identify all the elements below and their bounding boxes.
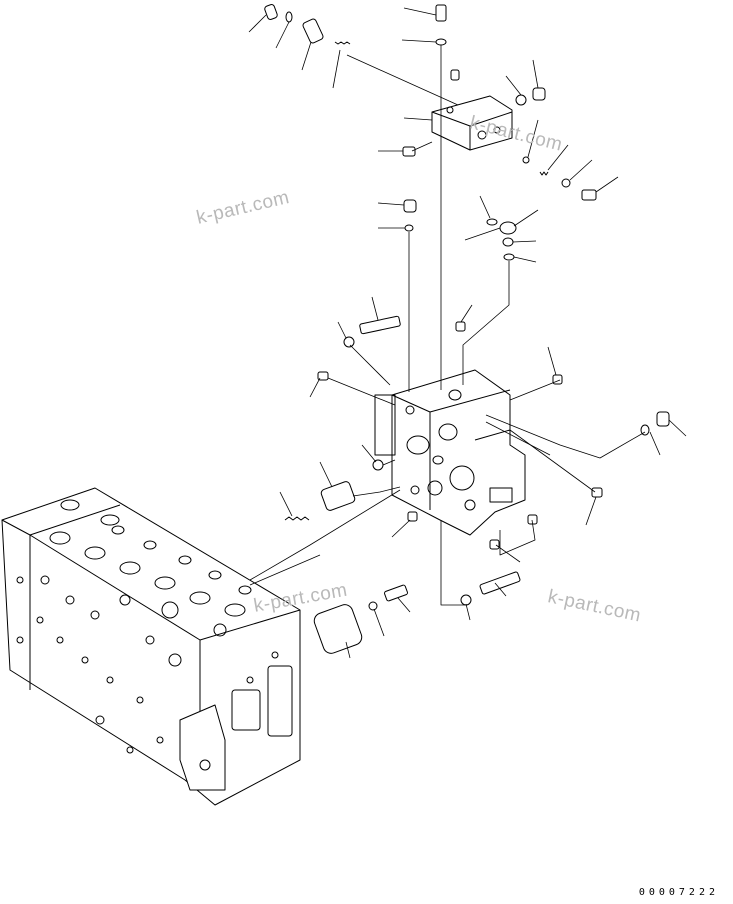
main-valve-body — [1, 487, 301, 806]
section-block — [374, 369, 526, 536]
drawing-code: 00007222 — [638, 887, 719, 898]
small-parts — [264, 4, 670, 654]
top-cover — [431, 95, 513, 151]
leader-lines — [248, 7, 687, 659]
